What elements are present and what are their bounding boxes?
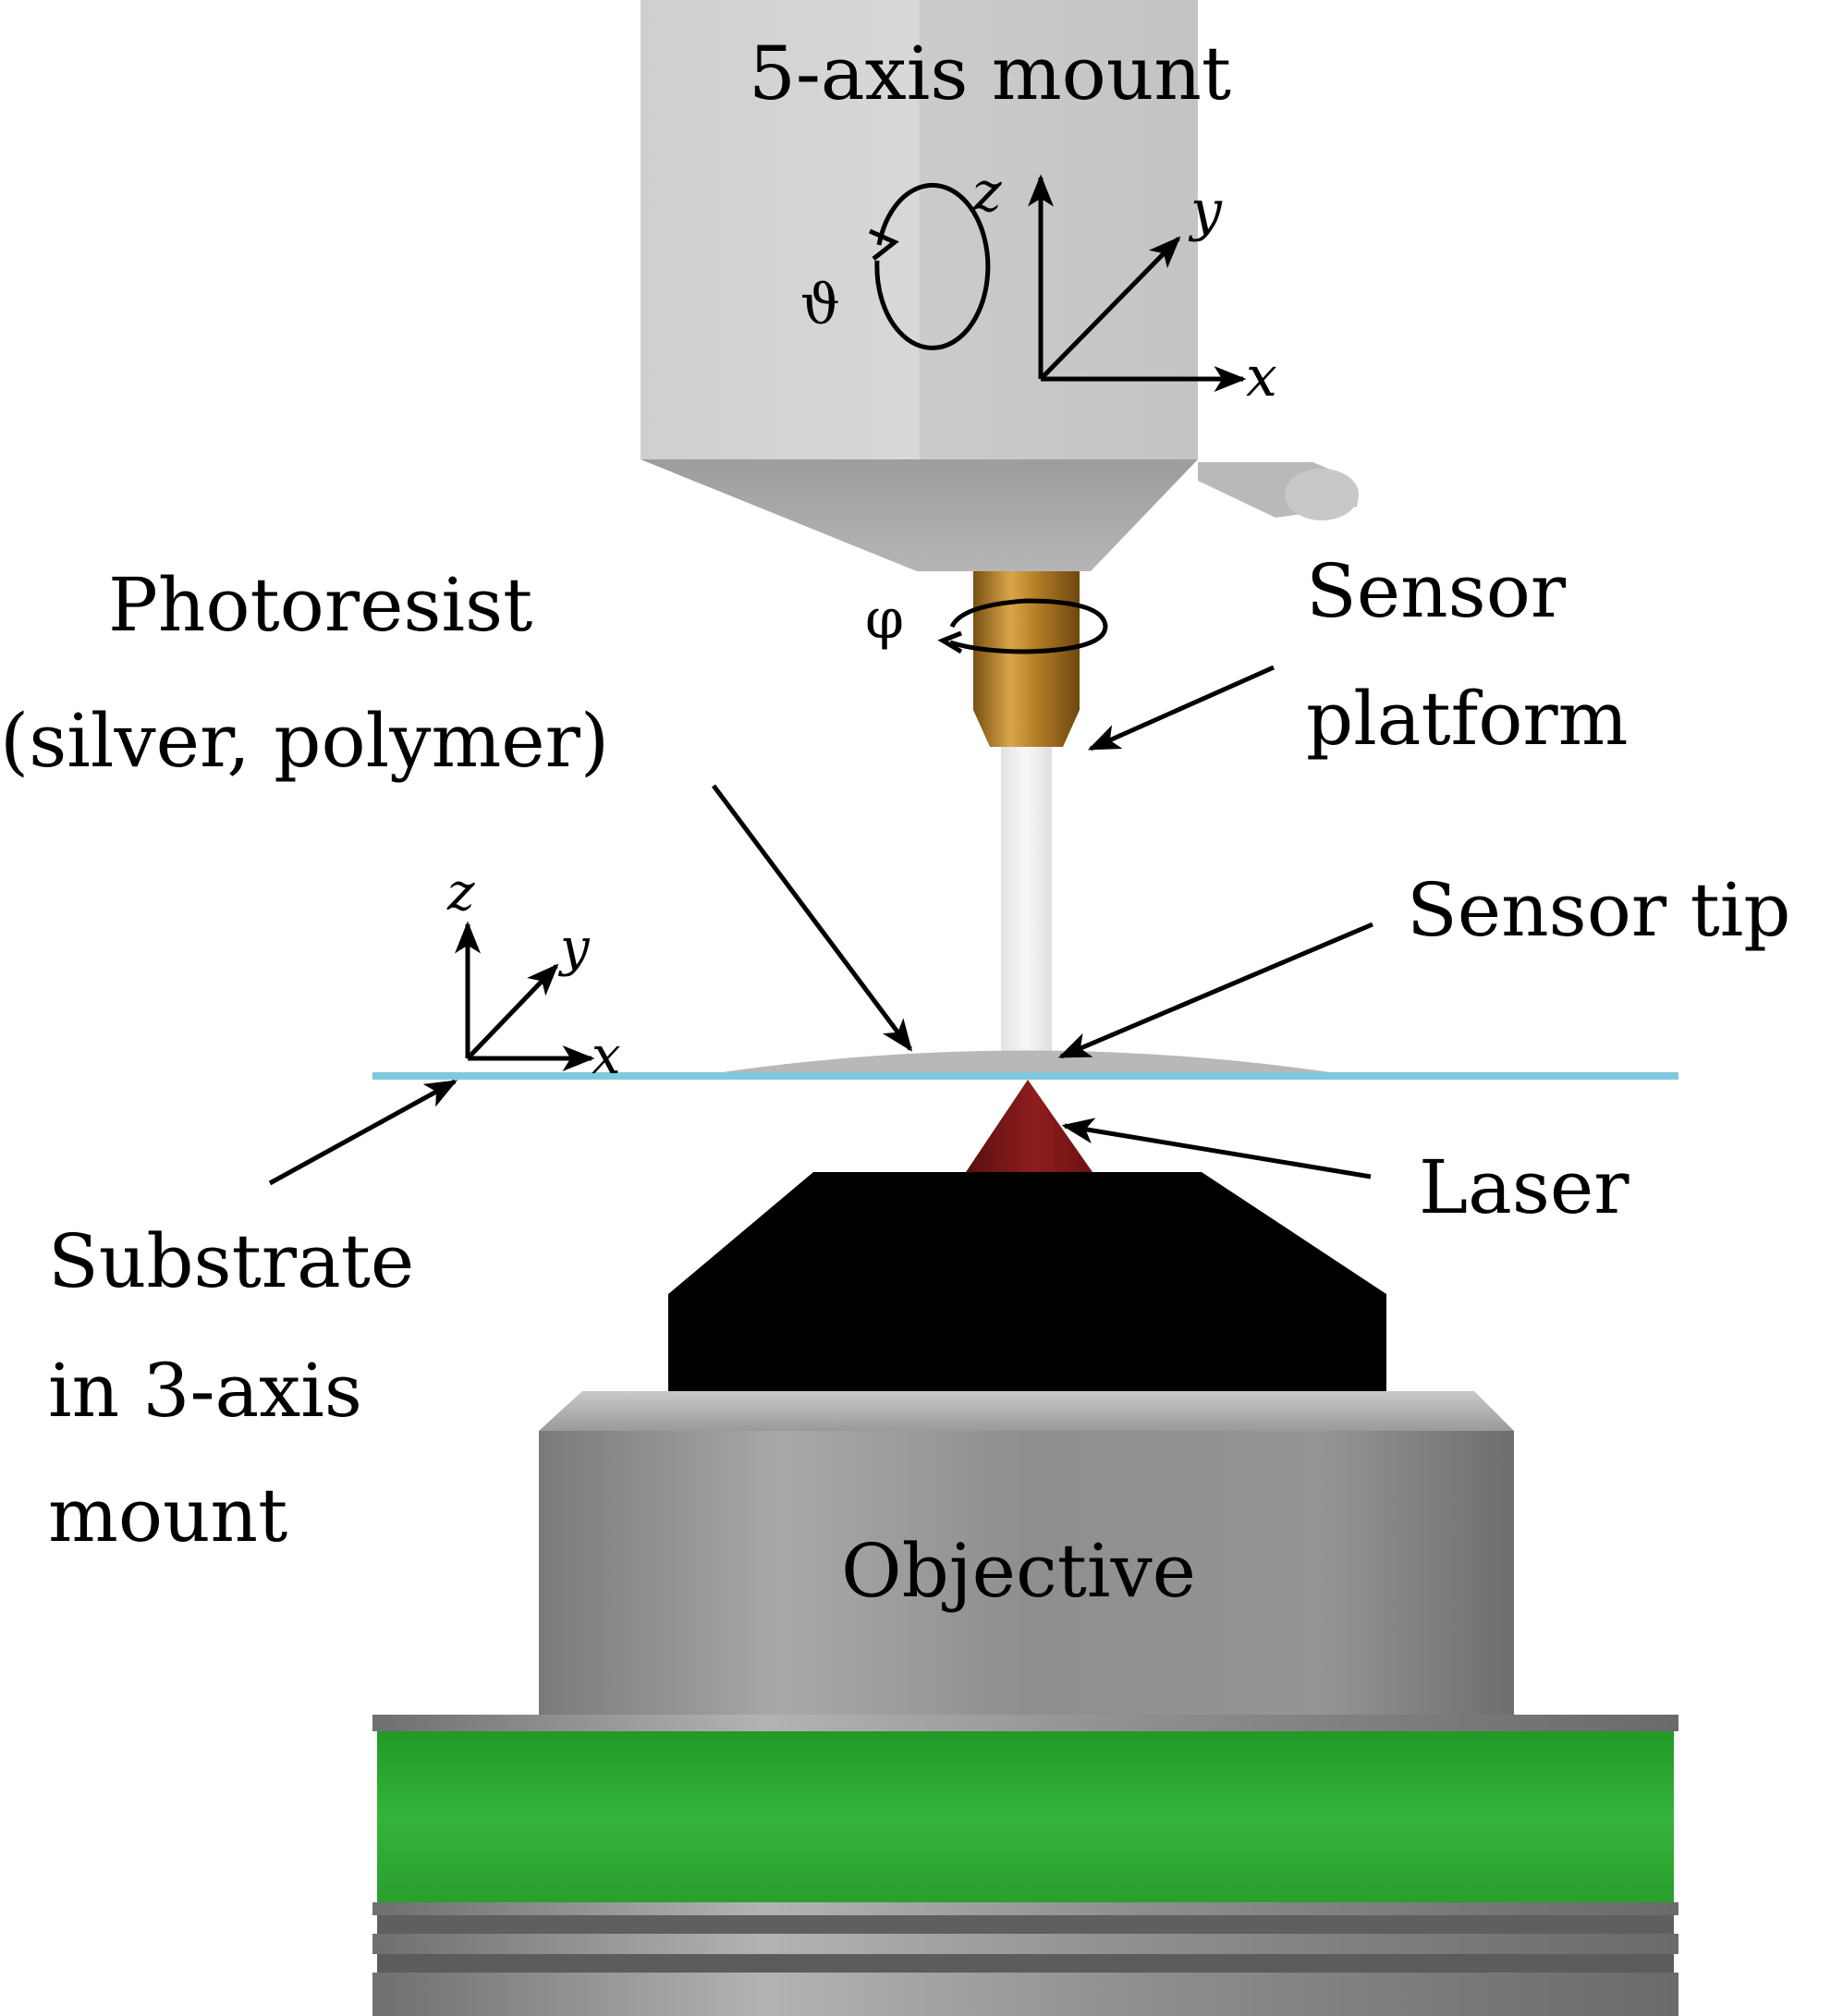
phi-label: φ — [865, 587, 905, 652]
mount-axes — [1028, 174, 1247, 392]
substrate-label-line1: Substrate — [48, 1218, 415, 1304]
substrate-axis-y-label: y — [560, 918, 590, 978]
five-axis-mount — [641, 0, 1359, 571]
photoresist-label-line1: Photoresist — [108, 562, 533, 648]
mount-axis-x-label: x — [1246, 345, 1277, 409]
objective-green-band — [372, 1715, 1678, 1915]
substrate-label-line2: in 3-axis — [48, 1348, 362, 1434]
sensor-stem — [1001, 747, 1052, 1057]
objective-label: Objective — [841, 1528, 1197, 1614]
mount-axis-z-label: z — [972, 160, 1002, 225]
pointer-arrows — [268, 665, 1373, 1186]
substrate — [372, 1072, 1678, 1080]
sensor-platform-label-line2: platform — [1306, 676, 1629, 762]
arrow-sensor-platform — [1087, 665, 1275, 751]
phi-rotation-icon — [937, 598, 1108, 654]
theta-rotation-icon — [868, 182, 991, 350]
substrate-axis-x-label: x — [592, 1026, 621, 1086]
substrate-axes — [455, 921, 595, 1071]
sensor-platform-label-line1: Sensor — [1306, 548, 1567, 634]
photoresist-droplet — [702, 1050, 1349, 1075]
objective-thread — [372, 1915, 1678, 2016]
theta-label: ϑ — [800, 273, 840, 337]
sensor-platform — [973, 571, 1080, 747]
objective-body — [539, 1391, 1514, 1715]
objective-lens — [668, 1172, 1386, 1391]
sensor-tip-label: Sensor tip — [1407, 867, 1791, 953]
arrow-laser — [1061, 1118, 1372, 1179]
substrate-axis-z-label: z — [447, 862, 475, 922]
substrate-label-line3: mount — [48, 1472, 288, 1558]
mount-axis-y-label: y — [1190, 178, 1222, 243]
laser-cone — [966, 1080, 1092, 1172]
five-axis-mount-label: 5-axis mount — [749, 31, 1232, 116]
photoresist-label-line2: (silver, polymer) — [0, 698, 610, 784]
arrow-substrate — [268, 1079, 458, 1186]
arrow-photoresist — [711, 784, 913, 1052]
arrow-sensor-tip — [1057, 922, 1373, 1059]
laser-label: Laser — [1419, 1144, 1629, 1230]
